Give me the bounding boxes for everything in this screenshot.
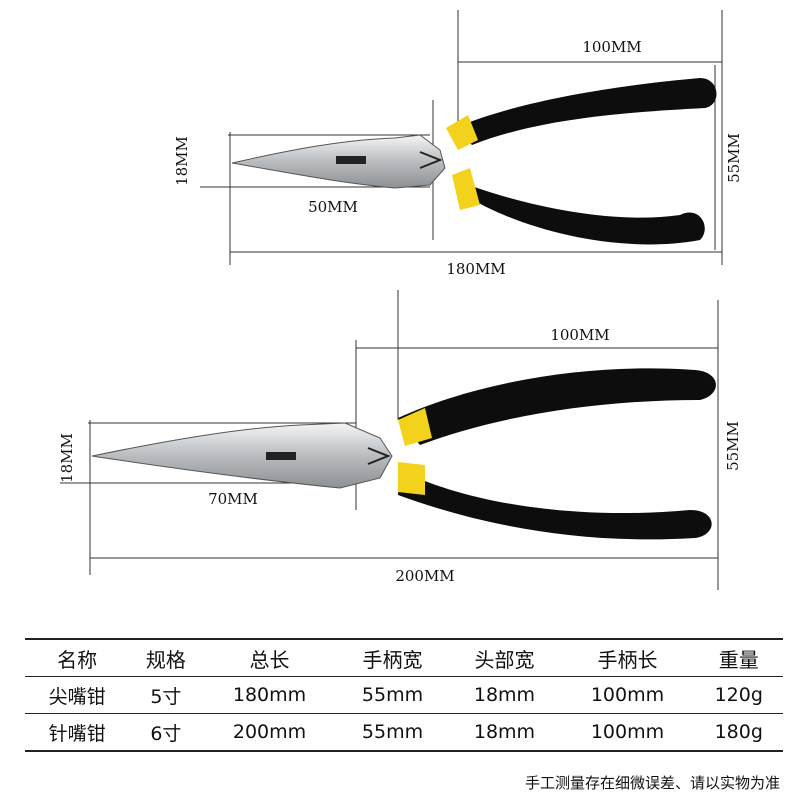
top-handle-length-label: 100MM bbox=[582, 38, 641, 56]
bottom-plier-dimensions bbox=[60, 290, 719, 590]
table-cell: 尖嘴钳 bbox=[25, 676, 130, 714]
table-cell: 5寸 bbox=[129, 676, 203, 714]
table-header-row: 名称 规格 总长 手柄宽 头部宽 手柄长 重量 bbox=[25, 638, 783, 677]
bottom-handle-width-label: 55MM bbox=[724, 421, 742, 471]
bottom-nose-length-label: 70MM bbox=[208, 490, 258, 508]
table-cell: 120g bbox=[694, 676, 783, 714]
top-plier-dimensions bbox=[200, 10, 723, 265]
bottom-head-width-label: 18MM bbox=[58, 433, 76, 483]
table-cell: 55mm bbox=[336, 676, 449, 714]
top-plier-image bbox=[231, 78, 717, 245]
table-cell: 6寸 bbox=[129, 713, 203, 752]
measurement-note: 手工测量存在细微误差、请以实物为准 bbox=[524, 774, 780, 792]
bottom-handle-length-label: 100MM bbox=[550, 326, 609, 344]
top-total-length-label: 180MM bbox=[446, 260, 505, 278]
table-cell: 200mm bbox=[202, 713, 337, 752]
table-cell: 100mm bbox=[560, 676, 695, 714]
table-header: 重量 bbox=[694, 638, 783, 677]
top-handle-width-label: 55MM bbox=[725, 133, 743, 183]
spec-table: 名称 规格 总长 手柄宽 头部宽 手柄长 重量 尖嘴钳 5寸 180mm 55m… bbox=[25, 638, 783, 752]
bottom-plier-image bbox=[91, 368, 716, 540]
table-row: 尖嘴钳 5寸 180mm 55mm 18mm 100mm 120g bbox=[25, 676, 783, 714]
top-head-width-label: 18MM bbox=[173, 136, 191, 186]
table-header: 名称 bbox=[25, 638, 130, 677]
table-cell: 55mm bbox=[336, 713, 449, 752]
table-cell: 针嘴钳 bbox=[25, 713, 130, 752]
table-header: 总长 bbox=[202, 638, 337, 677]
table-cell: 180g bbox=[694, 713, 783, 752]
table-cell: 18mm bbox=[448, 676, 561, 714]
product-diagram: 100MM 50MM 180MM 18MM 55MM 100MM 70MM 20… bbox=[58, 10, 743, 590]
table-header: 头部宽 bbox=[448, 638, 561, 677]
table-header: 手柄长 bbox=[560, 638, 695, 677]
top-nose-length-label: 50MM bbox=[308, 198, 358, 216]
table-header: 规格 bbox=[129, 638, 203, 677]
table-header: 手柄宽 bbox=[336, 638, 449, 677]
table-cell: 180mm bbox=[202, 676, 337, 714]
table-cell: 100mm bbox=[560, 713, 695, 752]
table-cell: 18mm bbox=[448, 713, 561, 752]
bottom-total-length-label: 200MM bbox=[395, 567, 454, 585]
table-row: 针嘴钳 6寸 200mm 55mm 18mm 100mm 180g bbox=[25, 713, 783, 752]
